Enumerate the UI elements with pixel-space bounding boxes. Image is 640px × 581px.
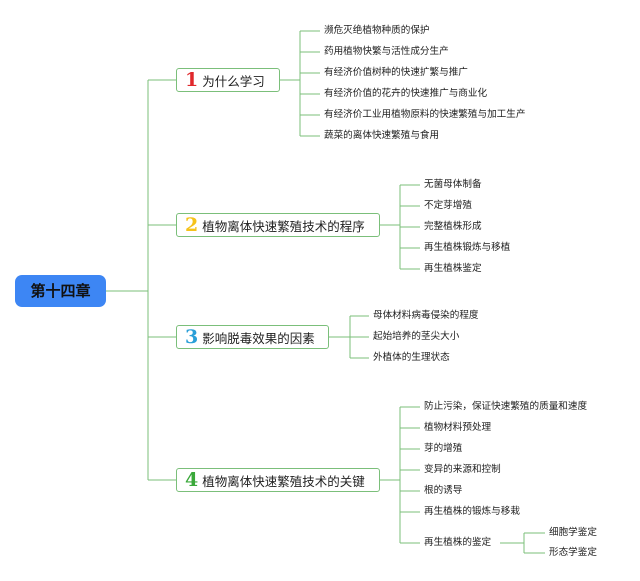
leaf-item[interactable]: 蔬菜的离体快速繁殖与食用 — [324, 130, 440, 141]
root-node[interactable]: 第十四章 — [15, 275, 106, 307]
subleaf-item[interactable]: 细胞学鉴定 — [549, 527, 597, 538]
leaf-item[interactable]: 濒危灭绝植物种质的保护 — [324, 25, 430, 36]
leaf-item[interactable]: 外植体的生理状态 — [373, 352, 450, 363]
leaf-item[interactable]: 变异的来源和控制 — [424, 464, 501, 475]
leaf-item[interactable]: 不定芽增殖 — [424, 200, 472, 211]
leaf-item[interactable]: 再生植株鉴定 — [424, 263, 482, 274]
leaf-item[interactable]: 芽的增殖 — [424, 443, 463, 454]
branch-key-points[interactable]: 4 植物离体快速繁殖技术的关键 — [176, 468, 380, 492]
leaf-item[interactable]: 根的诱导 — [424, 485, 463, 496]
leaf-item[interactable]: 有经济价工业用植物原料的快速繁殖与加工生产 — [324, 109, 526, 120]
leaf-item[interactable]: 无菌母体制备 — [424, 179, 482, 190]
leaf-item[interactable]: 再生植株锻炼与移植 — [424, 242, 511, 253]
leaf-item[interactable]: 完整植株形成 — [424, 221, 482, 232]
leaf-item[interactable]: 再生植株的鉴定 — [424, 537, 492, 548]
leaf-item[interactable]: 有经济价值的花卉的快速推广与商业化 — [324, 88, 488, 99]
leaf-item[interactable]: 母体材料病毒侵染的程度 — [373, 310, 479, 321]
subleaf-item[interactable]: 形态学鉴定 — [549, 547, 597, 558]
branch-number: 4 — [185, 469, 199, 491]
leaf-item[interactable]: 防止污染，保证快速繁殖的质量和速度 — [424, 401, 588, 412]
leaf-item[interactable]: 植物材料预处理 — [424, 422, 492, 433]
leaf-item[interactable]: 药用植物快繁与活性成分生产 — [324, 46, 449, 57]
branch-title: 植物离体快速繁殖技术的关键 — [202, 473, 365, 489]
branch-title: 影响脱毒效果的因素 — [202, 330, 315, 346]
branch-number: 1 — [185, 69, 199, 91]
leaf-item[interactable]: 再生植株的锻炼与移栽 — [424, 506, 520, 517]
branch-title: 植物离体快速繁殖技术的程序 — [202, 218, 365, 234]
branch-detox-factors[interactable]: 3 影响脱毒效果的因素 — [176, 325, 329, 349]
leaf-item[interactable]: 有经济价值树种的快速扩繁与推广 — [324, 67, 468, 78]
branch-title: 为什么学习 — [202, 73, 265, 89]
branch-why-learn[interactable]: 1 为什么学习 — [176, 68, 280, 92]
leaf-item[interactable]: 起始培养的茎尖大小 — [373, 331, 460, 342]
branch-procedure[interactable]: 2 植物离体快速繁殖技术的程序 — [176, 213, 380, 237]
branch-number: 3 — [185, 326, 199, 348]
branch-number: 2 — [185, 214, 199, 236]
